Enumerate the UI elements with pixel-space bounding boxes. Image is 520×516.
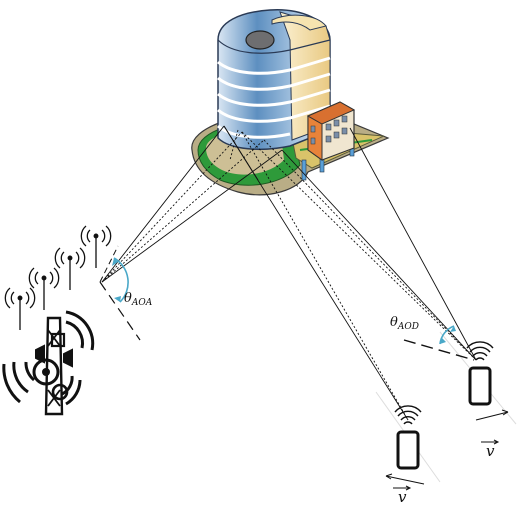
- base-station-icon: [2, 245, 141, 416]
- velocity-label-1: v: [398, 488, 407, 506]
- antenna-array: [4, 225, 112, 330]
- device-array-axis: [403, 339, 475, 361]
- velocity-arrow-1: [385, 473, 425, 485]
- annex-building: [306, 101, 356, 161]
- wireless-signal-icon: [466, 341, 494, 361]
- tower-floors: [217, 56, 331, 139]
- ray: [101, 125, 225, 283]
- tower-roof: [245, 30, 275, 50]
- theta-aoa-label: θAOA: [124, 291, 153, 308]
- bollard: [301, 159, 307, 181]
- ray: [349, 127, 477, 361]
- user-device-2: v: [403, 331, 517, 460]
- aoa-angle: θAOA: [112, 257, 153, 308]
- building-icon: [191, 9, 390, 196]
- ray-dotted: [241, 131, 477, 361]
- theta-aod-label: θAOD: [390, 315, 419, 332]
- array-normal: [99, 245, 119, 283]
- aod-angle: θAOD: [390, 315, 456, 345]
- ray: [223, 125, 259, 181]
- propagation-paths: [101, 125, 477, 421]
- ray-dotted: [263, 139, 477, 361]
- velocity-label-2: v: [486, 442, 495, 460]
- antenna-element: [4, 287, 36, 330]
- antenna-element: [54, 247, 86, 290]
- smartphone-icon: [468, 366, 492, 406]
- ray: [101, 149, 283, 283]
- array-axis: [99, 281, 141, 341]
- smartphone-icon: [396, 430, 420, 470]
- antenna-element: [28, 267, 60, 310]
- ray-dotted: [229, 129, 239, 161]
- antenna-element: [80, 225, 112, 268]
- ray: [281, 149, 477, 361]
- velocity-arrow-2: [475, 409, 509, 421]
- user-device-1: v: [375, 391, 441, 506]
- wireless-signal-icon: [394, 405, 422, 425]
- ray-dotted: [241, 131, 409, 421]
